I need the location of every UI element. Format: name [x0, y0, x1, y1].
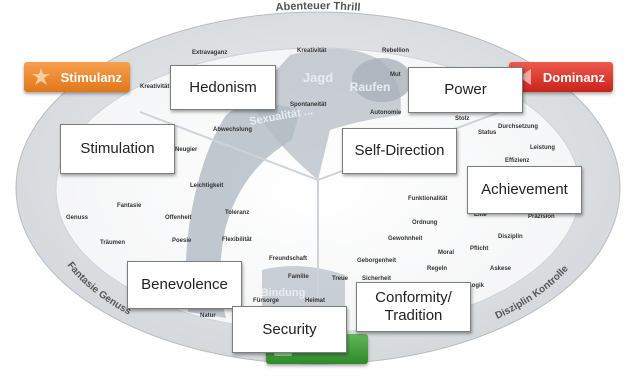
value-word: Treue — [332, 276, 349, 282]
value-word: Askese — [490, 266, 512, 272]
value-word: Gewohnheit — [388, 236, 423, 242]
power-box: Power — [408, 67, 523, 113]
security-box: Security — [232, 306, 347, 353]
ring-label-top: Abenteuer Thrill — [275, 0, 361, 14]
dominanz-tab: Dominanz — [509, 62, 613, 92]
value-word: Stolz — [455, 116, 470, 122]
value-word: Funktionalität — [408, 196, 448, 202]
conformity-tradition-box: Conformity/ Tradition — [356, 282, 471, 332]
value-word: Kreativität — [297, 48, 327, 54]
stimulation-label: Stimulation — [80, 140, 155, 157]
value-word: Fantasie — [117, 203, 142, 209]
value-word: Natur — [200, 313, 216, 319]
value-word: Status — [478, 130, 497, 136]
hedonism-box: Hedonism — [170, 65, 276, 110]
value-word: Fürsorge — [253, 298, 280, 304]
value-word: Heimat — [305, 298, 326, 304]
bindung-label: Bindung — [261, 287, 306, 299]
value-word: Genuss — [66, 215, 89, 221]
hedonism-label: Hedonism — [189, 78, 257, 96]
value-word: Flexibilität — [222, 237, 252, 243]
security-label: Security — [262, 320, 317, 338]
value-word: Logik — [468, 283, 484, 289]
self-direction-label: Self-Direction — [354, 142, 445, 159]
stimulation-box: Stimulation — [60, 124, 175, 174]
value-word: Rebellion — [382, 48, 410, 54]
value-word: Ordnung — [412, 220, 438, 226]
jagd-label: Jagd — [303, 70, 333, 85]
value-word: Neugier — [175, 147, 198, 153]
value-word: Durchsetzung — [498, 124, 539, 130]
value-word: Effizienz — [505, 158, 530, 164]
value-word: Regeln — [427, 266, 448, 272]
value-word: Kreativität — [140, 84, 170, 90]
stimulanz-label: Stimulanz — [60, 69, 122, 85]
value-word: Familie — [288, 274, 309, 280]
value-word: Toleranz — [225, 210, 250, 216]
value-word: Offenheit — [165, 215, 192, 221]
achievement-box: Achievement — [467, 166, 582, 214]
value-word: Mut — [390, 72, 401, 78]
dominanz-arrow-icon — [519, 69, 531, 85]
value-word: Leistung — [530, 145, 555, 151]
value-word: Autonomie — [370, 110, 402, 116]
dominanz-label: Dominanz — [542, 69, 605, 85]
achievement-label: Achievement — [481, 181, 568, 198]
conformity-tradition-label: Conformity/ Tradition — [375, 289, 452, 324]
value-word: Pflicht — [470, 246, 489, 252]
value-word: Extravaganz — [192, 50, 228, 56]
value-word: Träumen — [100, 240, 126, 246]
benevolence-box: Benevolence — [127, 261, 242, 309]
value-word: Elite — [474, 212, 487, 218]
stimulanz-star-icon — [32, 68, 50, 85]
power-label: Power — [444, 81, 487, 98]
value-word: Freundschaft — [269, 256, 308, 262]
benevolence-label: Benevolence — [141, 276, 228, 293]
value-word: Geborgenheit — [357, 258, 397, 264]
stimulanz-tab: Stimulanz — [24, 62, 130, 92]
value-word: Abwechslung — [213, 127, 253, 133]
value-word: Präzision — [528, 214, 555, 220]
raufen-label: Raufen — [350, 80, 391, 94]
value-word: Poesie — [172, 238, 192, 244]
divider-left — [139, 111, 319, 181]
value-word: Spontaneität — [290, 102, 327, 108]
value-word: Moral — [438, 250, 455, 256]
value-word: Leichtigkeit — [190, 183, 224, 189]
raufen-zone — [352, 58, 412, 102]
self-direction-box: Self-Direction — [342, 128, 457, 174]
value-word: Disziplin — [498, 234, 523, 240]
value-word: Sicherheit — [362, 276, 392, 282]
